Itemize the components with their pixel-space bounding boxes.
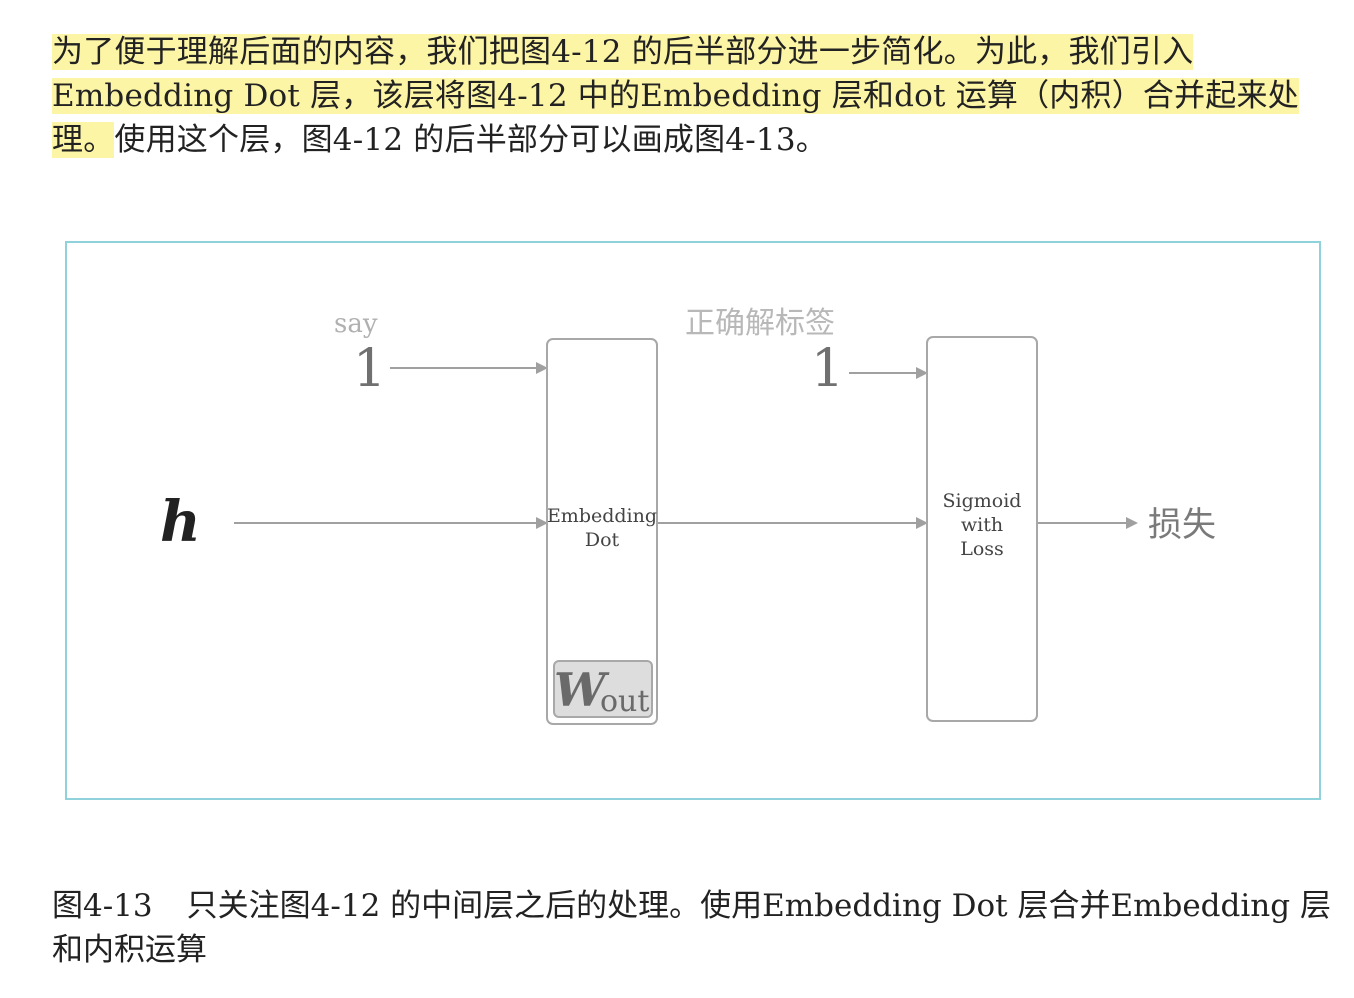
sigmoid-label-line1: Sigmoid [943, 490, 1022, 512]
weight-w-symbol: W [554, 663, 610, 717]
say-value: 1 [353, 339, 386, 399]
caption-number: 图4-13 [52, 888, 153, 924]
weight-w-out-box [553, 660, 653, 718]
sigmoid-with-loss-layer [926, 336, 1038, 722]
weight-w-subscript: out [600, 684, 649, 719]
figure-frame [65, 241, 1321, 800]
say-label: say [334, 309, 378, 339]
input-h-symbol: h [160, 489, 201, 555]
embedding-dot-label-line2: Dot [585, 529, 620, 551]
embedding-dot-label-line1: Embedding [547, 505, 657, 527]
loss-output-label: 损失 [1148, 505, 1216, 545]
caption-text: 只关注图4-12 的中间层之后的处理。使用Embedding Dot 层合并Em… [52, 888, 1331, 968]
correct-label-title: 正确解标签 [685, 306, 835, 341]
embedding-dot-layer [546, 338, 658, 725]
sigmoid-label-line3: Loss [960, 538, 1004, 560]
correct-label-value: 1 [811, 339, 844, 399]
intro-paragraph: 为了便于理解后面的内容，我们把图4-12 的后半部分进一步简化。为此，我们引入E… [52, 30, 1332, 162]
sigmoid-label-line2: with [961, 514, 1003, 536]
paragraph-rest: 使用这个层，图4-12 的后半部分可以画成图4-13。 [114, 122, 827, 158]
